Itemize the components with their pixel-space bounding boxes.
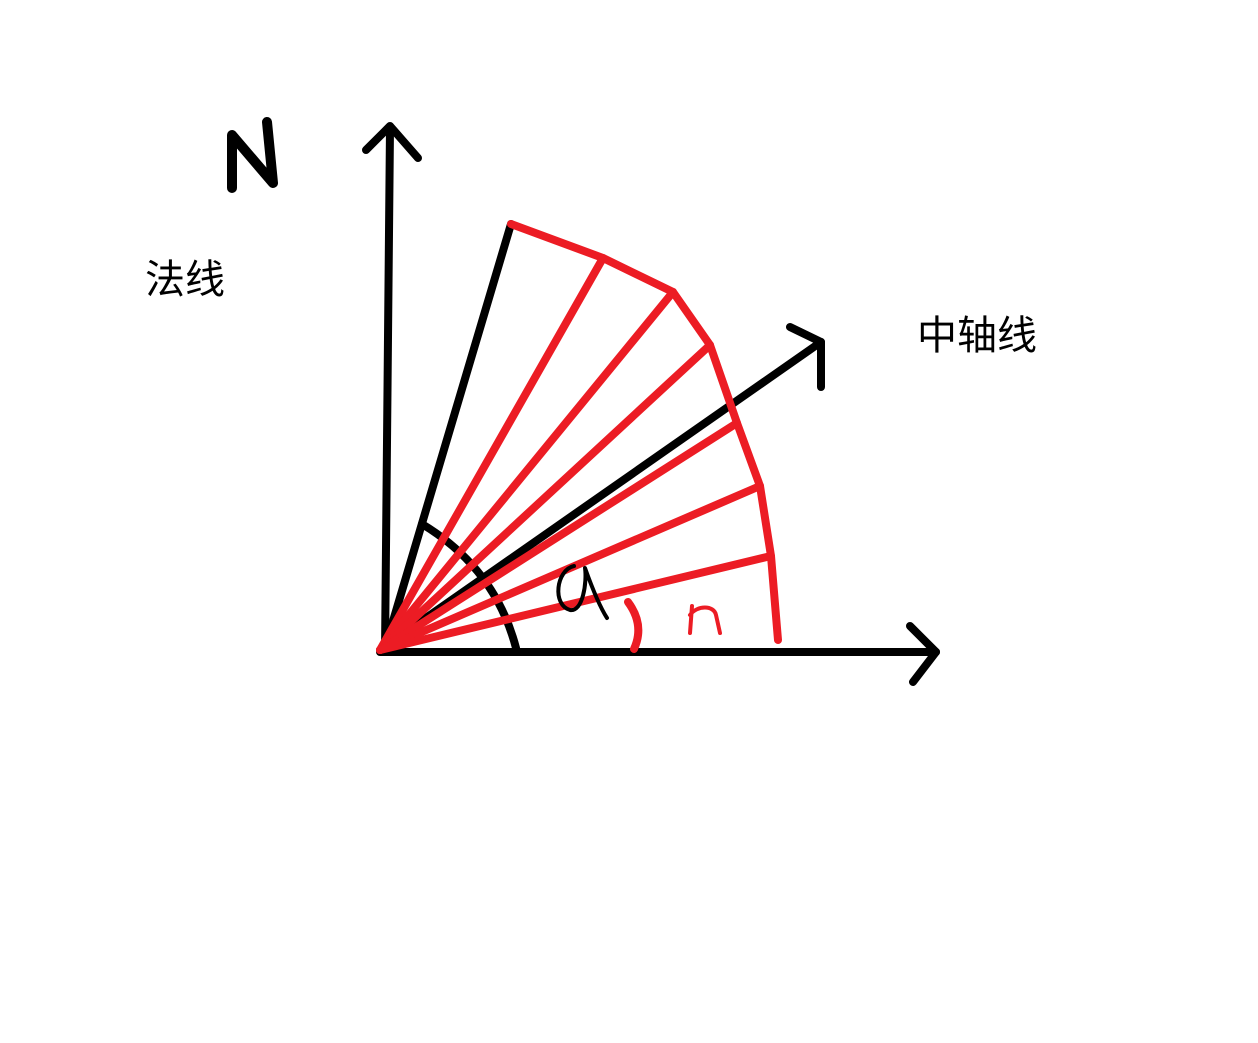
fan-ray-1 bbox=[376, 254, 607, 654]
fan-ray-2 bbox=[376, 288, 677, 654]
angle-symbol-alpha bbox=[556, 564, 609, 620]
count-symbol-n bbox=[688, 604, 722, 635]
red-fan bbox=[376, 220, 782, 654]
fan-ray-3 bbox=[376, 341, 714, 654]
vertical-axis-arrowhead bbox=[362, 122, 422, 162]
fan-outer-arc bbox=[507, 220, 782, 644]
horizontal-axis-arrowhead bbox=[906, 622, 940, 686]
angle-arc-black bbox=[418, 520, 520, 652]
central-axis-arrowhead bbox=[786, 323, 825, 391]
angle-arc-red bbox=[624, 598, 643, 653]
vertical-axis bbox=[381, 124, 394, 656]
fan-ray-6 bbox=[376, 552, 775, 654]
left-edge-line bbox=[381, 220, 515, 652]
central-axis-label: 中轴线 bbox=[917, 313, 1037, 359]
normal-line-label: 法线 bbox=[145, 257, 225, 303]
north-letter bbox=[227, 117, 278, 193]
fan-ray-4 bbox=[376, 419, 741, 654]
